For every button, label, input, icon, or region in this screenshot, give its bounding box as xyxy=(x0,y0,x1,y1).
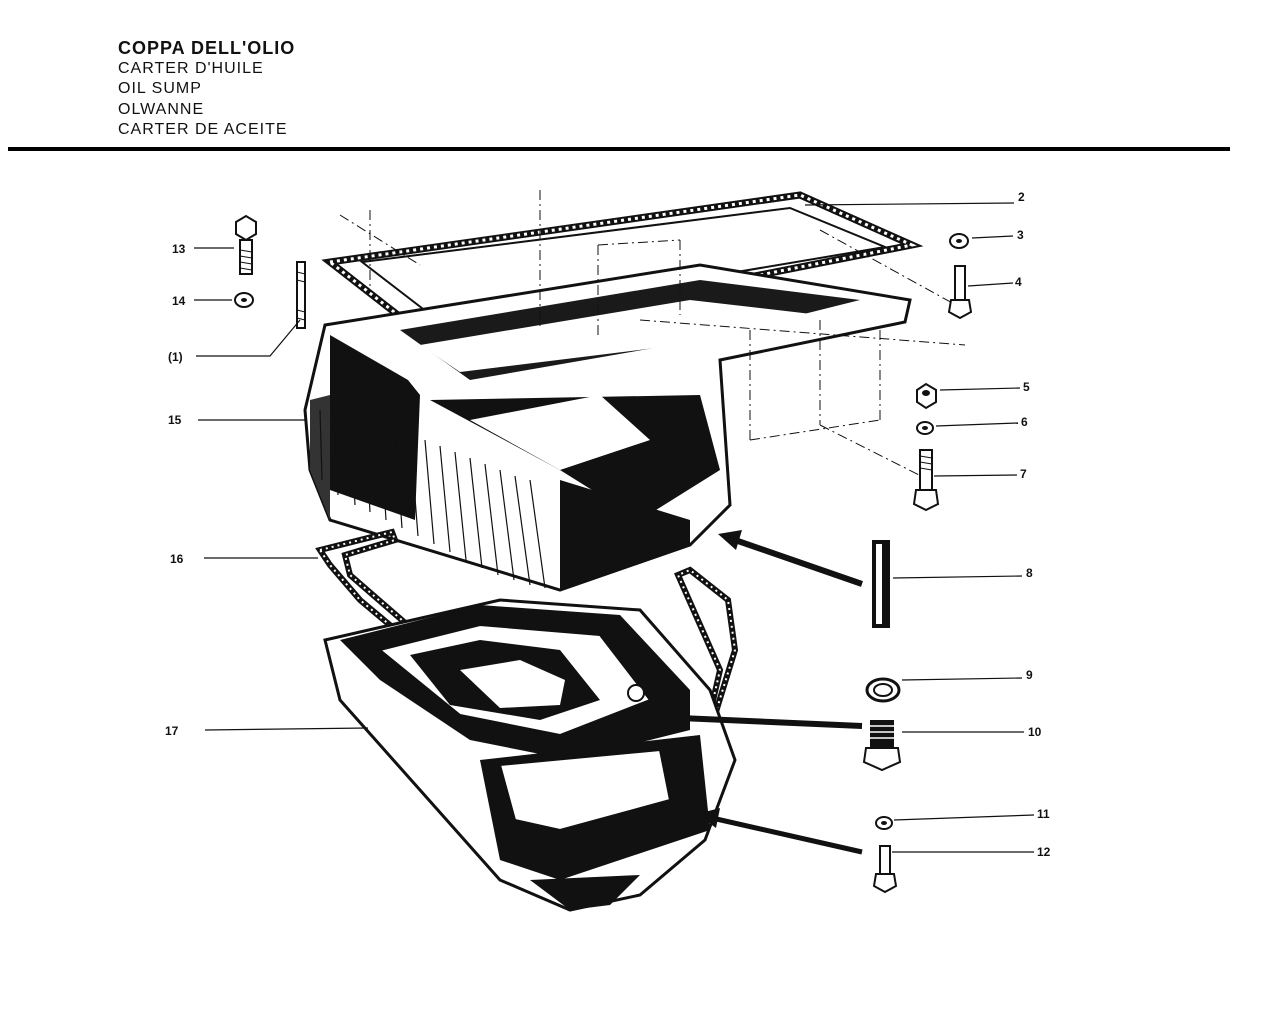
leader-lines xyxy=(194,202,1035,853)
callout-11: 11 xyxy=(1037,807,1050,821)
bolt-icon xyxy=(912,449,940,512)
nut-icon xyxy=(916,382,937,410)
callout-15: 15 xyxy=(168,413,182,427)
callout-7: 7 xyxy=(1020,467,1027,481)
header-rule xyxy=(8,147,1230,151)
arrow-icon xyxy=(697,808,863,855)
alignment-lines xyxy=(339,190,966,479)
callout-10: 10 xyxy=(1028,725,1042,739)
callout-1: (1) xyxy=(168,350,183,364)
callout-8: 8 xyxy=(1026,566,1033,580)
callout-9: 9 xyxy=(1026,668,1033,682)
title-french: CARTER D'HUILE xyxy=(118,59,264,77)
arrow-icon xyxy=(718,530,863,587)
title-spanish: CARTER DE ACEITE xyxy=(118,121,288,138)
stud-icon xyxy=(296,261,306,329)
callout-14: 14 xyxy=(172,294,186,308)
callout-labels: 13 14 (1) 15 16 17 2 3 4 5 6 7 8 9 10 11… xyxy=(165,190,1051,859)
title-german: OLWANNE xyxy=(118,100,205,118)
callout-2: 2 xyxy=(1018,190,1025,204)
lock-washer-icon xyxy=(875,816,893,830)
bolt-icon xyxy=(872,845,898,894)
callout-17: 17 xyxy=(165,724,179,738)
lock-washer-icon xyxy=(916,421,934,435)
upper-sump xyxy=(303,263,912,592)
drain-plug-icon xyxy=(862,720,902,772)
lock-washer-icon xyxy=(234,292,254,308)
bolt-icon xyxy=(235,214,257,275)
callout-13: 13 xyxy=(172,242,186,256)
callout-12: 12 xyxy=(1037,845,1051,859)
title-block: COPPA DELL'OLIO CARTER D'HUILE OIL SUMP … xyxy=(118,38,295,141)
callout-4: 4 xyxy=(1015,275,1022,289)
callout-3: 3 xyxy=(1017,228,1024,242)
title-english: OIL SUMP xyxy=(118,80,202,97)
arrow-icon xyxy=(639,714,863,729)
callout-6: 6 xyxy=(1021,415,1028,429)
lock-washer-icon xyxy=(949,233,969,249)
bolt-icon xyxy=(947,265,973,320)
lower-sump xyxy=(323,598,737,912)
callout-5: 5 xyxy=(1023,380,1030,394)
sealing-washer-icon xyxy=(865,677,901,703)
rod-icon xyxy=(872,540,890,628)
callout-16: 16 xyxy=(170,552,184,566)
title-italian: COPPA DELL'OLIO xyxy=(118,38,296,58)
